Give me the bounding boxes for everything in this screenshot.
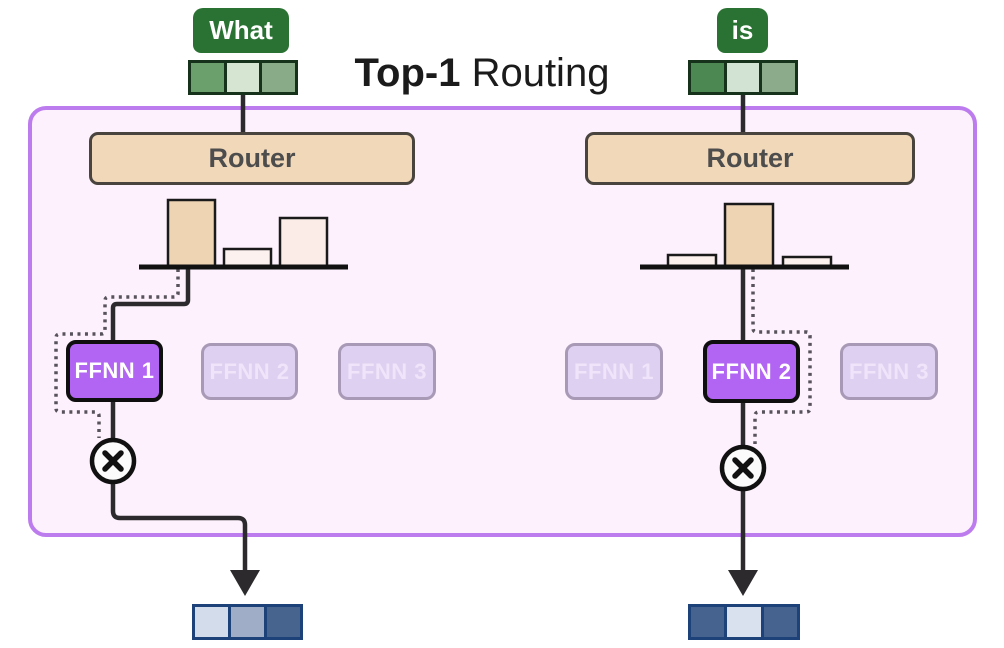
output1-embedding: [192, 604, 303, 640]
vector-cell: [231, 607, 264, 637]
token1-embedding: [188, 60, 298, 95]
vector-cell: [726, 63, 760, 92]
edge-multiply1-output1: [110, 482, 248, 572]
title-rest: Routing: [460, 50, 610, 95]
output2-embedding: [688, 604, 800, 640]
expert-left-ffnn2: FFNN 2: [201, 343, 298, 400]
probability-bar-ffnn-2: [723, 202, 775, 269]
router1-box: Router: [89, 132, 415, 185]
probability-bar-ffnn-1: [166, 198, 217, 269]
vector-cell: [691, 63, 724, 92]
vector-cell: [262, 63, 296, 92]
title-highlight: Top-1: [354, 50, 461, 95]
expert-left-ffnn1: FFNN 1: [66, 340, 163, 402]
expert-right-ffnn3: FFNN 3: [840, 343, 938, 400]
multiply1-icon: [89, 437, 137, 485]
expert-left-ffnn3: FFNN 3: [338, 343, 436, 400]
dotted-weight-path-right: [751, 269, 812, 444]
vector-cell: [727, 607, 761, 637]
token-label-is: is: [717, 8, 768, 53]
vector-cell: [691, 607, 725, 637]
router1-distribution-chart: [166, 198, 329, 269]
vector-cell: [195, 607, 228, 637]
token2-embedding: [688, 60, 798, 95]
diagram-title: Top-1 Routing: [322, 48, 642, 98]
vector-cell: [191, 63, 224, 92]
expert-right-ffnn1: FFNN 1: [565, 343, 663, 400]
arrowhead-output2: [728, 570, 758, 596]
router2-distribution-chart: [666, 202, 833, 269]
vector-cell: [762, 63, 796, 92]
vector-cell: [763, 607, 797, 637]
vector-cell: [226, 63, 260, 92]
token-label-what: What: [193, 8, 289, 53]
expert-right-ffnn2: FFNN 2: [703, 340, 800, 403]
edge-chart1-ffnn1: [110, 267, 191, 345]
arrowhead-output1: [230, 570, 260, 596]
router2-box: Router: [585, 132, 915, 185]
vector-cell: [267, 607, 300, 637]
probability-bar-ffnn-2: [222, 247, 273, 269]
multiply2-icon: [719, 444, 767, 492]
probability-bar-ffnn-3: [278, 216, 329, 269]
